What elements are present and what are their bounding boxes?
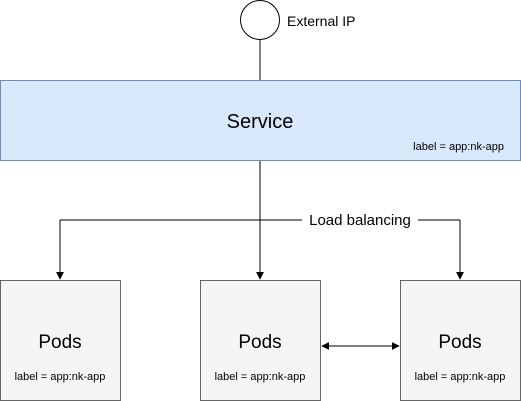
pod-title-2: Pods: [238, 332, 281, 353]
service-title: Service: [227, 111, 294, 133]
pod-box-1: [0, 280, 121, 401]
pod-box-2: [200, 280, 321, 401]
pod-box-3: [400, 280, 521, 401]
pod-title-3: Pods: [438, 332, 481, 353]
service-box: [0, 80, 521, 161]
external-ip-label: External IP: [287, 13, 355, 29]
pod-selector-label-1: label = app:nk-app: [15, 371, 106, 383]
pod-selector-label-3: label = app:nk-app: [415, 371, 506, 383]
pod-selector-label-2: label = app:nk-app: [215, 371, 306, 383]
external-ip-node: [240, 0, 280, 40]
pod-title-1: Pods: [38, 332, 81, 353]
load-balancing-label-background: [302, 211, 418, 229]
service-selector-label: label = app:nk-app: [413, 141, 504, 153]
load-balancing-label: Load balancing: [309, 212, 411, 229]
